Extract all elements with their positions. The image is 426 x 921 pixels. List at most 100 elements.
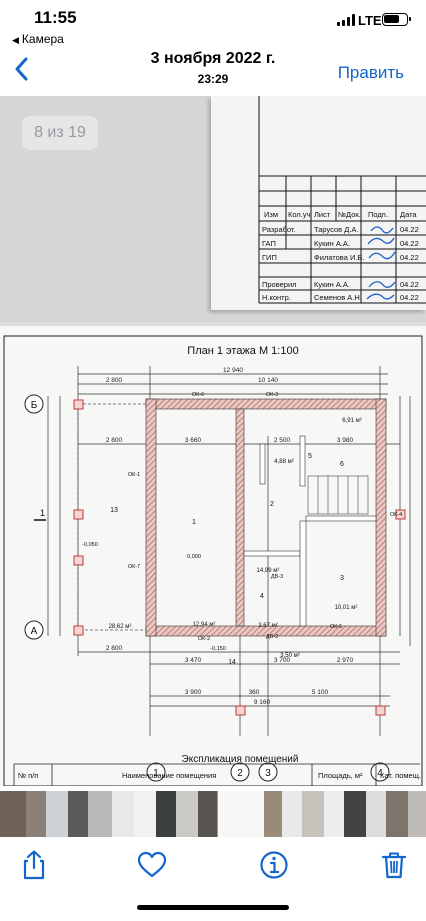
- dimension-label: 2 500: [274, 437, 291, 444]
- thumbnail[interactable]: [386, 791, 408, 837]
- share-icon[interactable]: [17, 848, 51, 882]
- explication-header: Кат. помещ.: [380, 771, 421, 780]
- room-number: 14: [228, 659, 236, 666]
- dimension-label: 3 470: [185, 657, 202, 664]
- photo-time: 23:29: [197, 72, 229, 86]
- title-block-date: 04.22: [400, 280, 419, 289]
- thumbnail[interactable]: [176, 791, 198, 837]
- title-block-header: Лист: [314, 210, 331, 219]
- thumbnail[interactable]: [302, 791, 324, 837]
- thumbnail[interactable]: [112, 791, 134, 837]
- dimension-label: 10 140: [258, 377, 278, 384]
- drawing-title-block: Изм Кол.уч Лист №Док. Подп. Дата Разрабо…: [211, 96, 426, 310]
- dimension-label: 2 800: [106, 437, 123, 444]
- room-area: 10,01 м²: [335, 605, 358, 611]
- title-block-role: Проверил: [262, 280, 297, 289]
- title-block-date: 04.22: [400, 239, 419, 248]
- level-mark: -0,150: [210, 646, 226, 652]
- axis-label: 1: [153, 768, 159, 779]
- title-block-role: Разработ.: [262, 225, 296, 234]
- dimension-label: 5 100: [312, 689, 329, 696]
- room-area: 6,91 м²: [342, 418, 361, 424]
- thumbnail[interactable]: [366, 791, 386, 837]
- info-icon[interactable]: [257, 848, 291, 882]
- chevron-left-icon[interactable]: [10, 54, 34, 84]
- axis-label: 3: [265, 768, 271, 779]
- title-block-date: 04.22: [400, 225, 419, 234]
- cellular-signal-icon: [337, 14, 355, 26]
- thumbnail[interactable]: [0, 791, 26, 837]
- opening-tag: ОК-3: [266, 392, 278, 398]
- back-triangle-icon: ◀: [12, 35, 19, 45]
- thumbnail[interactable]: [198, 791, 218, 837]
- opening-tag: ОК-7: [128, 564, 140, 570]
- thumbnail-current[interactable]: [217, 791, 265, 837]
- explication-header: Наименование помещения: [122, 771, 216, 780]
- room-area: 12,94 м²: [193, 622, 216, 628]
- back-app-label: Камера: [21, 32, 64, 46]
- stairs: [307, 475, 369, 515]
- opening-tag: ОК-1: [128, 472, 140, 478]
- title-block-role: ГИП: [262, 253, 277, 262]
- explication-header: Площадь, м²: [318, 771, 363, 780]
- status-bar: 11:55 LTE: [0, 0, 426, 32]
- title-block-header: Дата: [400, 210, 417, 219]
- dimension-label: 3 700: [274, 657, 291, 664]
- title-block-role: Н.контр.: [262, 293, 291, 302]
- room-number: 2: [270, 501, 274, 508]
- title-block-name: Кукин А.А.: [314, 280, 350, 289]
- room-number: 3: [340, 575, 344, 582]
- thumbnail[interactable]: [134, 791, 156, 837]
- title-block-header: Кол.уч: [288, 210, 311, 219]
- thumbnail[interactable]: [408, 791, 426, 837]
- thumbnail[interactable]: [46, 791, 68, 837]
- photo-date: 3 ноября 2022 г.: [150, 50, 276, 67]
- status-time: 11:55: [34, 8, 77, 27]
- title-block-header: №Док.: [338, 210, 361, 219]
- thumbnail[interactable]: [264, 791, 282, 837]
- dimension-label: 3 900: [185, 689, 202, 696]
- network-type: LTE: [358, 13, 382, 28]
- signatures: [366, 226, 396, 300]
- axis-label: 2: [237, 768, 243, 779]
- dimension-label: 2 800: [106, 377, 123, 384]
- opening-tag: ОК-6: [192, 392, 204, 398]
- axis-label: А: [31, 626, 38, 637]
- floor-plan-drawing: План 1 этажа М 1:100: [3, 335, 423, 786]
- room-area: 3,67 м²: [258, 623, 277, 629]
- explication-header: № п/п: [18, 771, 38, 780]
- opening-tag: ОК-2: [198, 636, 210, 642]
- title-block-role: ГАП: [262, 239, 276, 248]
- title-block-name: Кукин А.А.: [314, 239, 350, 248]
- photo-viewer[interactable]: 8 из 19: [0, 96, 426, 786]
- dimension-label: 2 970: [337, 657, 354, 664]
- room-area: 3,50 м²: [280, 653, 299, 659]
- title-block-header: Подп.: [368, 210, 388, 219]
- level-mark: 0,000: [187, 554, 201, 560]
- explication-title: Экспликация помещений: [182, 754, 299, 765]
- title-block-name: Тарусов Д.А.: [314, 225, 359, 234]
- dimension-label: 2 800: [106, 645, 123, 652]
- title-block-header: Изм: [264, 210, 278, 219]
- title-block-table: Изм Кол.уч Лист №Док. Подп. Дата Разрабо…: [258, 96, 426, 304]
- walls: [145, 398, 387, 637]
- thumbnail[interactable]: [26, 791, 46, 837]
- thumbnail[interactable]: [344, 791, 366, 837]
- thumbnail[interactable]: [324, 791, 344, 837]
- trash-icon[interactable]: [377, 848, 411, 882]
- axis-label: Б: [31, 400, 38, 411]
- thumbnail[interactable]: [156, 791, 176, 837]
- back-to-app-link[interactable]: ◀Камера: [12, 32, 64, 46]
- dimension-label: 360: [249, 689, 260, 696]
- photo-counter: 8 из 19: [22, 116, 98, 150]
- title-block-date: 04.22: [400, 293, 419, 302]
- heart-icon[interactable]: [135, 848, 169, 882]
- dimension-label: 3 660: [185, 437, 202, 444]
- thumbnail[interactable]: [282, 791, 302, 837]
- axis-label: 4: [377, 768, 383, 779]
- thumbnail[interactable]: [68, 791, 88, 837]
- thumbnail[interactable]: [88, 791, 112, 837]
- edit-button[interactable]: Править: [337, 63, 404, 82]
- thumbnail-strip[interactable]: [0, 791, 426, 837]
- opening-tag: ДВ-3: [271, 574, 283, 580]
